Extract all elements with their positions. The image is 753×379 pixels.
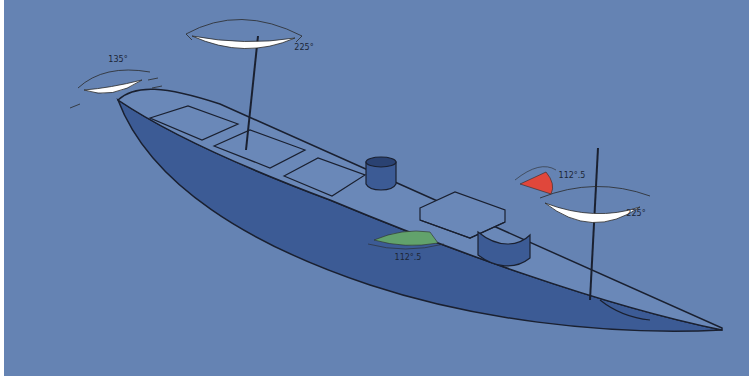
bridge-wing — [478, 232, 530, 266]
arc-line — [515, 167, 556, 180]
light-sector — [545, 203, 640, 223]
arc-line — [368, 244, 444, 249]
angle-label: 225° — [294, 44, 313, 52]
light-sector — [192, 36, 295, 49]
angle-label: 135° — [108, 56, 127, 64]
funnel — [366, 157, 396, 190]
hatch — [150, 106, 238, 140]
hatch — [214, 130, 305, 168]
angle-label: 112°.5 — [559, 172, 586, 180]
arc-line — [540, 186, 650, 198]
fore-mast — [590, 148, 598, 300]
arc-tick — [70, 78, 162, 108]
angle-label: 225° — [626, 210, 645, 218]
forecastle-line — [600, 300, 650, 320]
arc-line — [186, 19, 302, 36]
bridge — [420, 192, 505, 238]
background — [4, 0, 749, 376]
arc-tick — [186, 34, 302, 42]
deck — [118, 89, 722, 330]
arc-line — [78, 70, 150, 88]
light-sector — [84, 80, 142, 93]
main-mast — [246, 36, 258, 150]
green-sector — [374, 231, 438, 245]
deck-structures — [150, 106, 650, 320]
angle-label: 112°.5 — [395, 254, 422, 262]
hatch — [284, 158, 365, 196]
red-sector — [520, 172, 553, 194]
funnel-top — [366, 157, 396, 167]
